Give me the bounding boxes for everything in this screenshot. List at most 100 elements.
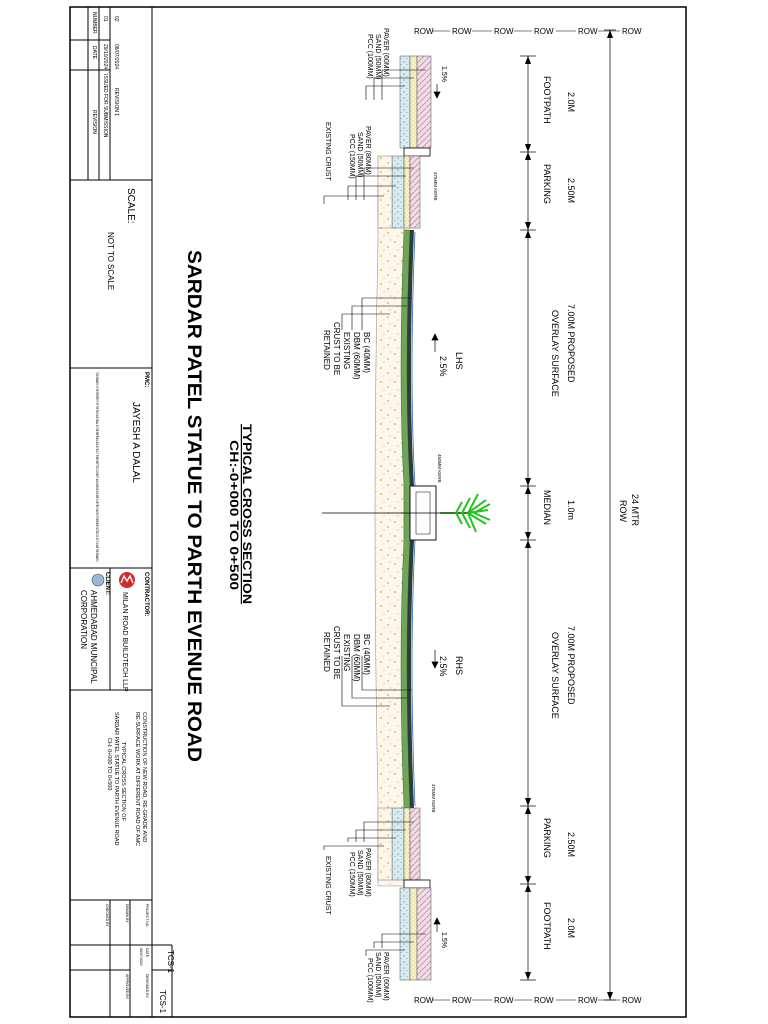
rhs-layer-4: CRUST TO BE	[332, 626, 341, 679]
slope-arrows	[431, 84, 441, 932]
rev-row-1-rev: ISSUED FOR SUBMISSION	[102, 74, 108, 138]
footpath-width-right: 2.0M	[566, 918, 576, 938]
client-logo-icon	[91, 573, 105, 587]
footpath-label-right: FOOTPATH	[542, 902, 552, 950]
field-checked-by: CHECKED BY	[105, 904, 109, 927]
scale-value: NOT TO SCALE	[106, 232, 115, 290]
rhs-layer-3: EXISTING	[342, 634, 351, 671]
rhs-layer-2: DBM (60MM)	[352, 634, 361, 682]
footpath-right-layer-1: PAVER (60MM)	[382, 952, 389, 1001]
parking-right-paver	[409, 807, 421, 881]
rev-header-no: NUMBER	[91, 12, 97, 34]
contractor-label: CONTRACTOR:	[143, 572, 149, 617]
rev-header-date: DATE	[91, 46, 97, 60]
parking-label-left: PARKING	[542, 164, 552, 204]
overlay-label-left: OVERLAY SURFACE	[550, 310, 560, 397]
kerb-right	[403, 879, 431, 889]
footpath-left-layer-3: PCC (100MM)	[366, 34, 373, 79]
parking-width-right: 2.50M	[566, 832, 576, 857]
field-approved-by: APPROVED BY	[125, 974, 129, 1000]
kerb-label-left: 375MM KERB	[433, 172, 438, 201]
lhs-layer-4: CRUST TO BE	[332, 322, 341, 375]
overlay-width-right: 7.00M PROPOSED	[566, 626, 576, 705]
row-labels-top: ROW ROW ROW ROW ROW ROW	[414, 27, 642, 36]
row-label: ROW	[414, 27, 434, 36]
callouts-footpath-left	[365, 69, 426, 100]
rev-row-2-rev: REVISION 1	[113, 88, 119, 116]
footpath-slope-right: 1.5%	[440, 932, 447, 948]
kerb-label-median: 450MM KERB	[437, 454, 442, 483]
field-date: DATE	[145, 948, 149, 958]
rhs-slope: 2.5%	[438, 656, 448, 677]
row-label: ROW	[494, 996, 514, 1005]
callouts-parking-left	[323, 167, 414, 204]
sheet-border	[69, 6, 687, 1018]
project-line-2: RE-SURFACE WORK AT DIFFERENT ROAD OF AMC	[134, 712, 140, 846]
parking-right-sand	[403, 807, 411, 881]
parking-right-layer-3: PCC (150MM)	[348, 852, 355, 897]
revision-table: NUMBER DATE REVISION 01 29/10/2024 ISSUE…	[91, 12, 119, 138]
client-label: CLIENT:	[104, 572, 110, 595]
parking-left-layer-3: PCC (150MM)	[348, 134, 355, 179]
parking-left-layer-1: PAVER (80MM)	[364, 126, 371, 175]
field-date-value: 08/07/2024	[139, 948, 143, 966]
callouts-parking-right	[323, 821, 414, 850]
pmc-name: JAYESH A DALAL	[130, 402, 141, 483]
lhs-slope: 2.5%	[438, 356, 448, 377]
kerb-left	[403, 147, 431, 157]
rhs-layer-5: RETAINED	[322, 632, 331, 672]
row-label: ROW	[494, 27, 514, 36]
row-label: ROW	[578, 996, 598, 1005]
drawing-title-1: TYPICAL CROSS SECTION OF	[120, 742, 126, 822]
small-fields: PROJECT NO. DRAWN BY CHECKED BY DESIGNED…	[105, 904, 149, 1000]
existing-crust-layer	[374, 185, 405, 887]
kerb-label-right: 375MM KERB	[431, 784, 436, 813]
drawing-no: TCS-1	[166, 950, 175, 974]
parking-right-layer-1: PAVER (80MM)	[364, 848, 371, 897]
dimension-arrows	[525, 30, 613, 1000]
tree-icon	[440, 493, 491, 533]
drawing-title-3: CH: 0+000 TO 0+500	[106, 738, 112, 790]
contractor-name: MILAN ROAD BUILDTECH LLP	[121, 592, 128, 692]
overlay-width-left: 7.00M PROPOSED	[566, 304, 576, 383]
client-name-2: CORPORATION	[79, 590, 88, 649]
parking-left-layer-2: SAND (50MM)	[356, 132, 363, 178]
row-label: ROW	[622, 27, 642, 36]
title-block	[70, 7, 173, 1017]
drawing-title-2: SARDAR PATEL STATUE TO PARTH EVENUE ROAD	[113, 712, 119, 845]
scale-label: SCALE:	[125, 188, 136, 224]
row-label: ROW	[414, 996, 434, 1005]
callouts-rhs	[341, 656, 412, 707]
rhs-layer-1: BC (40MM)	[362, 634, 371, 675]
parking-left-layer-4: EXISTING CRUST	[324, 122, 331, 181]
median-width: 1.0m	[566, 500, 576, 520]
total-width-unit: ROW	[618, 500, 628, 523]
row-label: ROW	[452, 996, 472, 1005]
parking-right-pcc	[391, 807, 405, 881]
rev-row-1-no: 01	[102, 16, 108, 22]
overlay-label-right: OVERLAY SURFACE	[550, 632, 560, 719]
footpath-right-layer-3: PCC (100MM)	[366, 958, 373, 1003]
section-title: TYPICAL CROSS SECTION	[240, 424, 254, 604]
footpath-label-left: FOOTPATH	[542, 76, 552, 124]
parking-left-pcc	[391, 155, 405, 229]
drawing-no-2: TCS-1	[158, 990, 167, 1014]
rev-row-2-no: 02	[113, 16, 119, 22]
footpath-left-layer-1: PAVER (60MM)	[382, 28, 389, 77]
median-label: MEDIAN	[542, 490, 552, 525]
field-designed-by: DESIGNED BY	[145, 974, 149, 999]
field-drawn-by: DRAWN BY	[125, 904, 129, 923]
rev-row-2-date: 08/07/2024	[113, 44, 119, 69]
parking-right-layer-2: SAND (50MM)	[356, 850, 363, 896]
parking-width-left: 2.50M	[566, 178, 576, 203]
lhs-layer-1: BC (40MM)	[362, 332, 371, 373]
row-label: ROW	[534, 996, 554, 1005]
project-line-1: CONSTRUCTION OF NEW ROAD, RE-GRADE AND	[141, 712, 147, 842]
callouts-lhs	[341, 297, 412, 330]
lhs-layer-5: RETAINED	[322, 330, 331, 370]
parking-left-sand	[403, 155, 411, 229]
row-label: ROW	[534, 27, 554, 36]
pmc-label: PMC:	[143, 372, 149, 387]
title-notes: THIS DRAWING IS THE PROPERTY OF THE PMC …	[95, 372, 99, 562]
row-labels-bottom: ROW ROW ROW ROW ROW ROW	[414, 996, 642, 1005]
